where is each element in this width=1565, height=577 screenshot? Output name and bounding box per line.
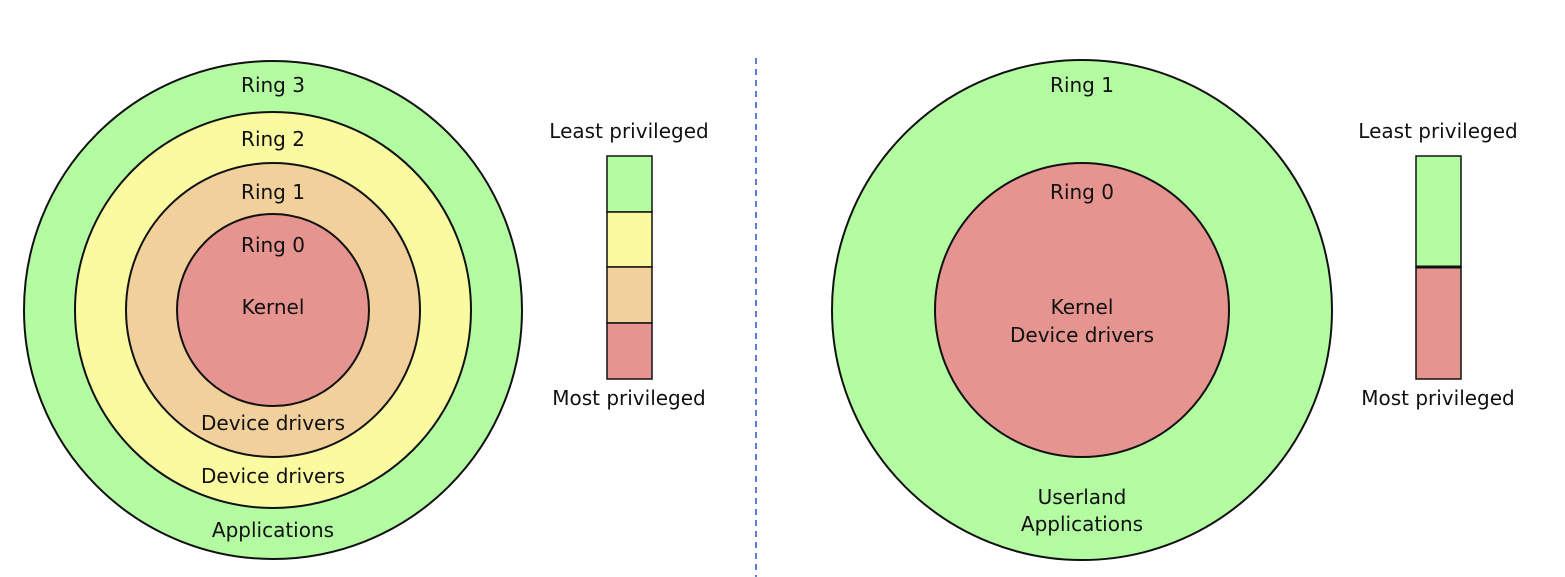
left-ring-0 <box>176 213 370 407</box>
left-ring-1-device-drivers-text: Device drivers <box>201 411 345 435</box>
left-ring-0-label: Ring 0 <box>241 233 305 257</box>
right-device-drivers-text: Device drivers <box>1010 323 1154 347</box>
right-kernel-text: Kernel <box>1051 295 1114 319</box>
left-legend-segment <box>606 155 653 213</box>
left-legend-segment <box>606 211 653 268</box>
right-ring-0 <box>934 162 1230 458</box>
left-ring-3-label: Ring 3 <box>241 73 305 97</box>
left-legend-top-label: Least privileged <box>549 119 708 143</box>
right-legend-segment <box>1415 155 1462 268</box>
left-privilege-legend: Least privileged Most privileged <box>549 119 708 410</box>
left-applications-text: Applications <box>212 518 334 542</box>
right-ring-0-label: Ring 0 <box>1050 180 1114 204</box>
right-applications-text: Applications <box>1021 512 1143 536</box>
left-kernel-text: Kernel <box>242 295 305 319</box>
right-userland-text: Userland <box>1038 485 1127 509</box>
left-legend-segment <box>606 322 653 380</box>
left-ring-2-label: Ring 2 <box>241 127 305 151</box>
right-ring-diagram: Ring 1 Ring 0 Kernel Device drivers User… <box>831 59 1333 561</box>
right-legend-bottom-label: Most privileged <box>1361 386 1515 410</box>
left-ring-2-device-drivers-text: Device drivers <box>201 464 345 488</box>
right-ring-1-label: Ring 1 <box>1050 73 1114 97</box>
right-legend-segment <box>1415 266 1462 380</box>
right-privilege-legend: Least privileged Most privileged <box>1358 119 1517 410</box>
left-legend-bottom-label: Most privileged <box>552 386 706 410</box>
left-ring-diagram: Ring 3 Ring 2 Ring 1 Ring 0 Kernel Devic… <box>23 60 523 560</box>
right-legend-top-label: Least privileged <box>1358 119 1517 143</box>
left-ring-1-label: Ring 1 <box>241 180 305 204</box>
left-legend-segment <box>606 266 653 324</box>
